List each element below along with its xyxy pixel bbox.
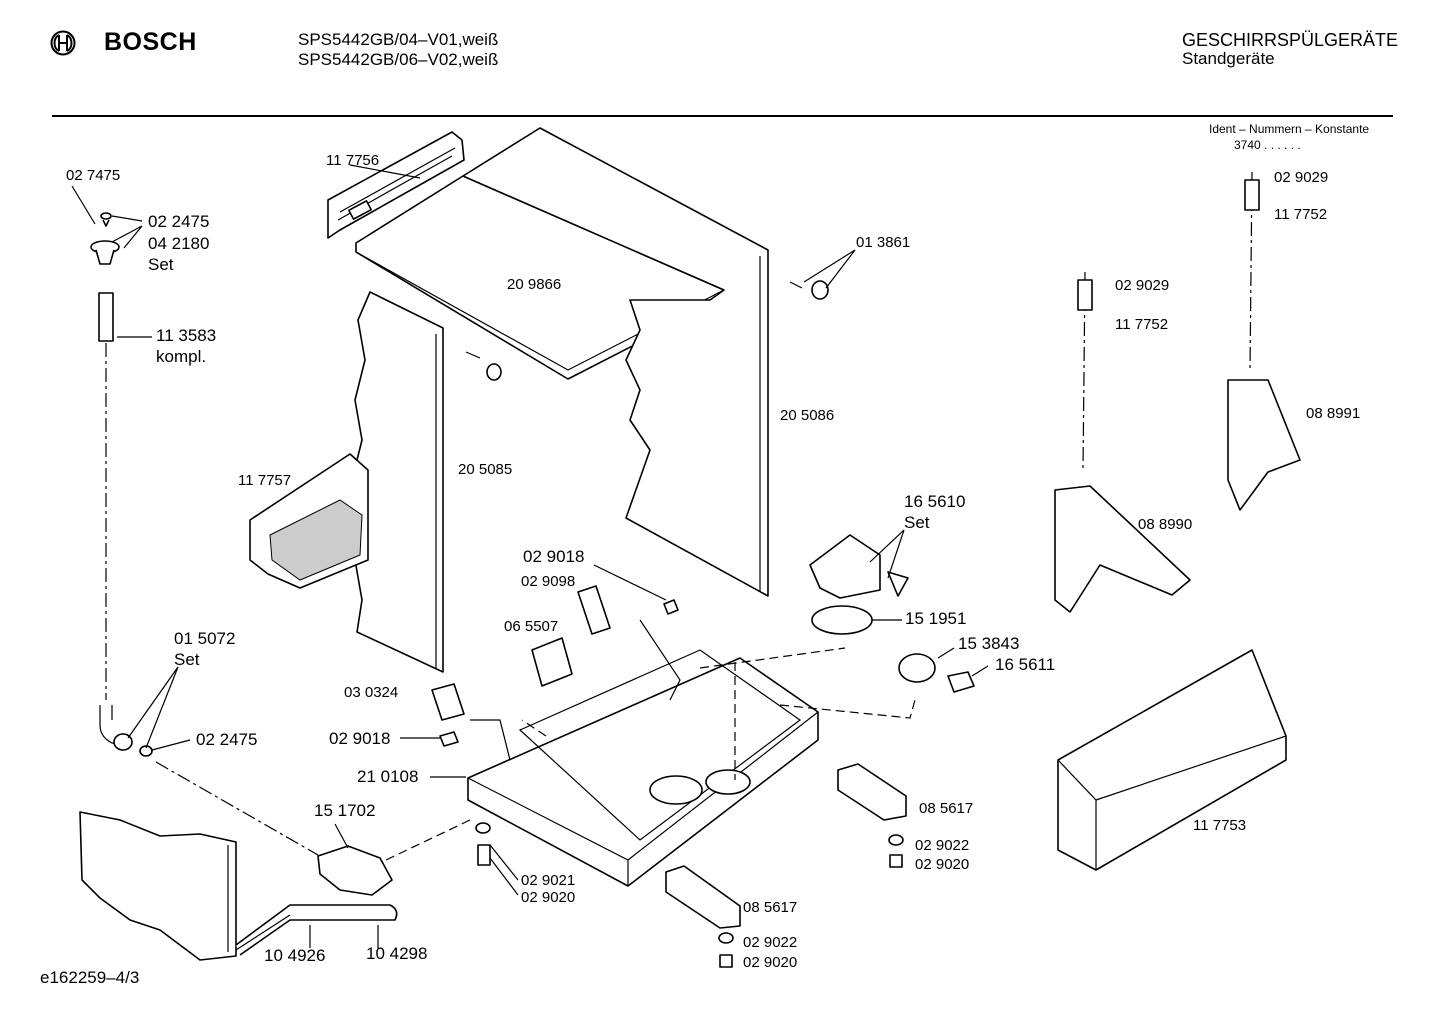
drawing-id: e162259–4/3: [40, 968, 140, 987]
part-label: 10 4926: [264, 946, 326, 965]
part-label: 06 5507: [504, 618, 559, 635]
part-label: 11 7752: [1115, 316, 1169, 333]
part-label: 02 9029: [1274, 169, 1329, 186]
bosch-logo: [50, 30, 76, 60]
small-parts-center: [431, 585, 679, 747]
part-label: 11 3583: [156, 326, 217, 345]
part-label: 15 3843: [958, 634, 1020, 653]
part-label: 08 5617: [743, 899, 798, 916]
part-label: 01 5072: [174, 629, 236, 648]
part-label: 02 9022: [915, 837, 970, 854]
door-and-heater-parts: [79, 811, 398, 961]
part-label: Set: [174, 650, 200, 669]
part-label: 11 7757: [238, 472, 292, 489]
part-label: Set: [904, 513, 930, 532]
ident-value: 3740 . . . . . .: [1234, 138, 1301, 152]
part-label: 20 5086: [780, 407, 835, 424]
leader-lines: [71, 164, 989, 948]
part-label: kompl.: [156, 347, 207, 366]
part-label: 20 5085: [458, 461, 513, 478]
part-label: 04 2180: [148, 234, 210, 253]
part-label: 08 5617: [919, 800, 974, 817]
model-line-2: SPS5442GB/06–V02,weiß: [298, 50, 499, 69]
part-label: 11 7756: [326, 152, 380, 169]
part-label: 02 9020: [743, 954, 798, 971]
part-label: 03 0324: [344, 684, 399, 701]
part-label: 16 5610: [904, 492, 966, 511]
part-label: 11 7752: [1274, 206, 1328, 223]
part-label: 16 5611: [995, 655, 1056, 674]
part-label: 02 9029: [1115, 277, 1170, 294]
part-label: 02 9018: [329, 729, 391, 748]
part-label: 15 1951: [905, 609, 967, 628]
part-label: 21 0108: [357, 767, 419, 786]
part-label: 10 4298: [366, 944, 428, 963]
insulation-part-117757: [249, 453, 369, 589]
ident-title: Ident – Nummern – Konstante: [1209, 122, 1370, 136]
foot-rail-parts: [475, 763, 907, 968]
screw-parts: [465, 280, 829, 381]
part-label: 02 9018: [523, 547, 585, 566]
bosch-armature-icon: [50, 30, 76, 56]
part-label: 11 7753: [1193, 817, 1247, 834]
part-label: 02 2475: [196, 730, 258, 749]
part-label: 08 8991: [1306, 405, 1361, 422]
part-label: 02 9021: [521, 872, 576, 889]
subcategory-title: Standgeräte: [1182, 49, 1275, 68]
base-part-210108: [467, 619, 819, 887]
part-label: 15 1702: [314, 801, 376, 820]
part-label: 20 9866: [507, 276, 562, 293]
kickplate-part-117753: [1057, 649, 1287, 871]
header-rule: [52, 115, 1393, 117]
part-label: 08 8990: [1138, 516, 1193, 533]
hinge-parts: [1054, 171, 1301, 613]
inlet-connector-part: [90, 212, 153, 757]
model-line-1: SPS5442GB/04–V01,weiß: [298, 30, 499, 49]
valve-part-151702: [317, 845, 393, 896]
rear-panel-part-205086: [462, 127, 769, 597]
part-label: 01 3861: [856, 234, 911, 251]
category-title: GESCHIRRSPÜLGERÄTE: [1182, 30, 1399, 50]
rail-part-117756: [327, 131, 465, 239]
part-label: 02 9022: [743, 934, 798, 951]
part-label: 02 9020: [915, 856, 970, 873]
part-label: 02 2475: [148, 212, 210, 231]
part-label: 02 7475: [66, 167, 121, 184]
brand-name: BOSCH: [104, 28, 197, 56]
pressure-switch-parts: [809, 534, 975, 693]
part-label: 02 9020: [521, 889, 576, 906]
part-label: Set: [148, 255, 174, 274]
part-label: 02 9098: [521, 573, 576, 590]
